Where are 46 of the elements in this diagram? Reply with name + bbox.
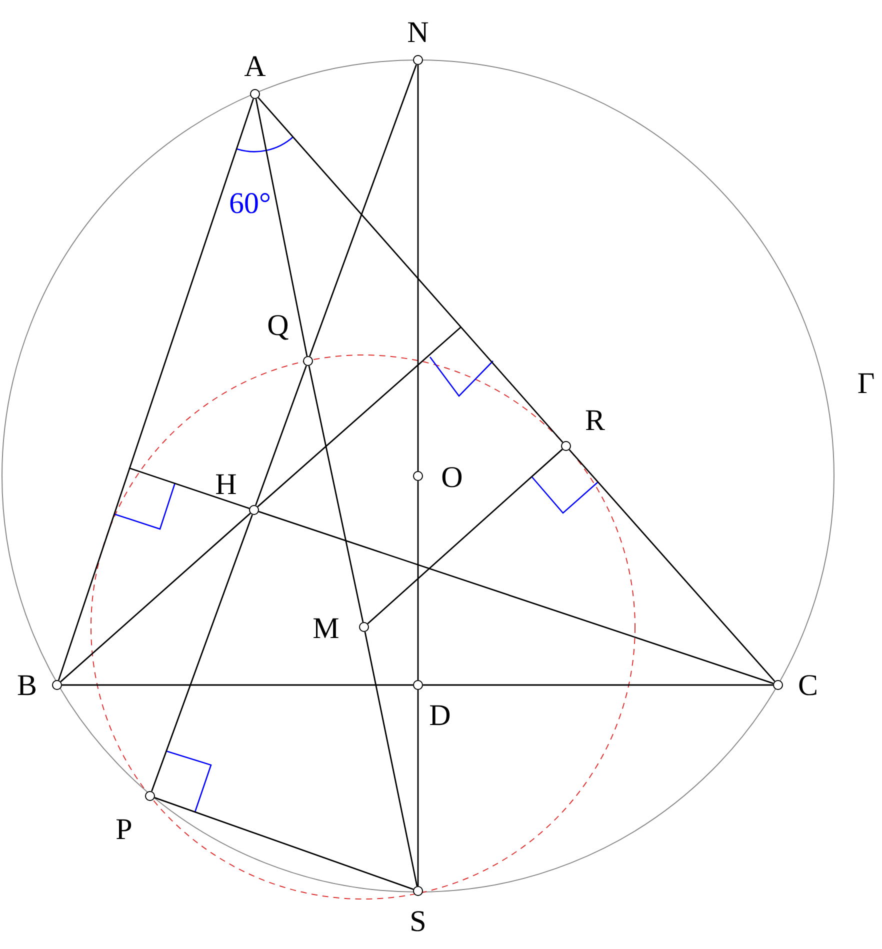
line-segment [151,514,253,792]
point-marker [413,680,423,690]
line-segment [308,366,364,622]
point-marker [561,441,571,451]
point-label: O [441,463,463,493]
line-segment [417,481,419,680]
point-marker [250,89,260,99]
line-segment [257,326,462,508]
line-segment [367,448,563,624]
point-label: D [429,701,451,731]
point-marker [145,791,155,801]
point-label: N [407,18,429,48]
point-marker [359,622,369,632]
line-segment [255,98,308,356]
line-segment [364,632,418,886]
line-segment [154,797,414,890]
point-label: C [798,671,818,701]
line-segment [62,684,413,686]
point-label: R [585,406,605,436]
line-segment [255,365,307,506]
line-segment [258,97,564,443]
circle-label: Γ [857,369,875,399]
point-label: M [312,614,340,644]
line-segment [568,449,776,682]
point-label: S [410,907,426,937]
point-marker [413,886,423,896]
point-label: B [17,671,37,701]
point-marker [413,471,423,481]
line-segment [258,510,774,684]
point-marker [773,680,783,690]
line-segment [417,65,419,471]
line-segment [128,467,250,510]
point-label: P [116,815,132,845]
point-marker [249,505,259,515]
line-segment [423,684,773,686]
point-marker [413,55,423,65]
line-segment [58,98,254,681]
point-label: A [244,52,266,82]
line-segment [417,690,419,886]
point-label: H [215,470,237,500]
angle-label: 60° [229,189,271,219]
point-marker [303,356,313,366]
line-segment [60,512,251,682]
point-label: Q [267,311,289,341]
line-segment [309,64,417,357]
point-marker [52,680,62,690]
